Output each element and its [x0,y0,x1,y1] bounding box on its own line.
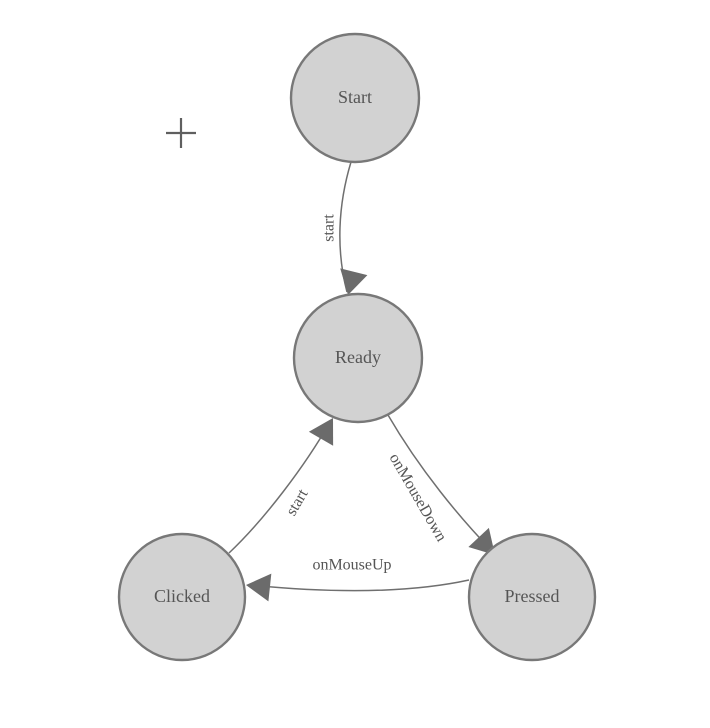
edge-label-ready-to-pressed: onMouseDown [386,451,450,545]
arrow-into-clicked [246,573,272,602]
node-circle-pressed[interactable] [467,532,597,662]
node-label-start: Start [338,87,372,107]
arrow-into-ready-bottom [308,418,334,446]
node-circle-ready[interactable] [292,292,424,424]
node-label-ready: Ready [335,347,381,367]
state-node-start[interactable]: Start [289,32,421,164]
node-circle-clicked[interactable] [117,532,247,662]
state-node-ready[interactable]: Ready [292,292,424,424]
node-circle-start[interactable] [289,32,421,164]
arrow-into-ready-top [340,268,368,295]
edge-label-clicked-to-ready: start [283,486,312,519]
node-label-pressed: Pressed [505,586,560,606]
edge-label-pressed-to-clicked: onMouseUp [312,557,391,574]
state-node-clicked[interactable]: Clicked [117,532,247,662]
crosshair-layer [166,118,196,148]
edge-pressed-to-clicked [249,579,470,592]
state-node-pressed[interactable]: Pressed [467,532,597,662]
crosshair-marker[interactable] [166,118,196,148]
edge-clicked-to-ready [228,421,331,554]
arrowheads-layer [246,268,495,602]
edge-label-start-to-ready: start [321,214,338,242]
node-label-clicked: Clicked [154,586,210,606]
arrow-into-pressed [468,527,495,555]
